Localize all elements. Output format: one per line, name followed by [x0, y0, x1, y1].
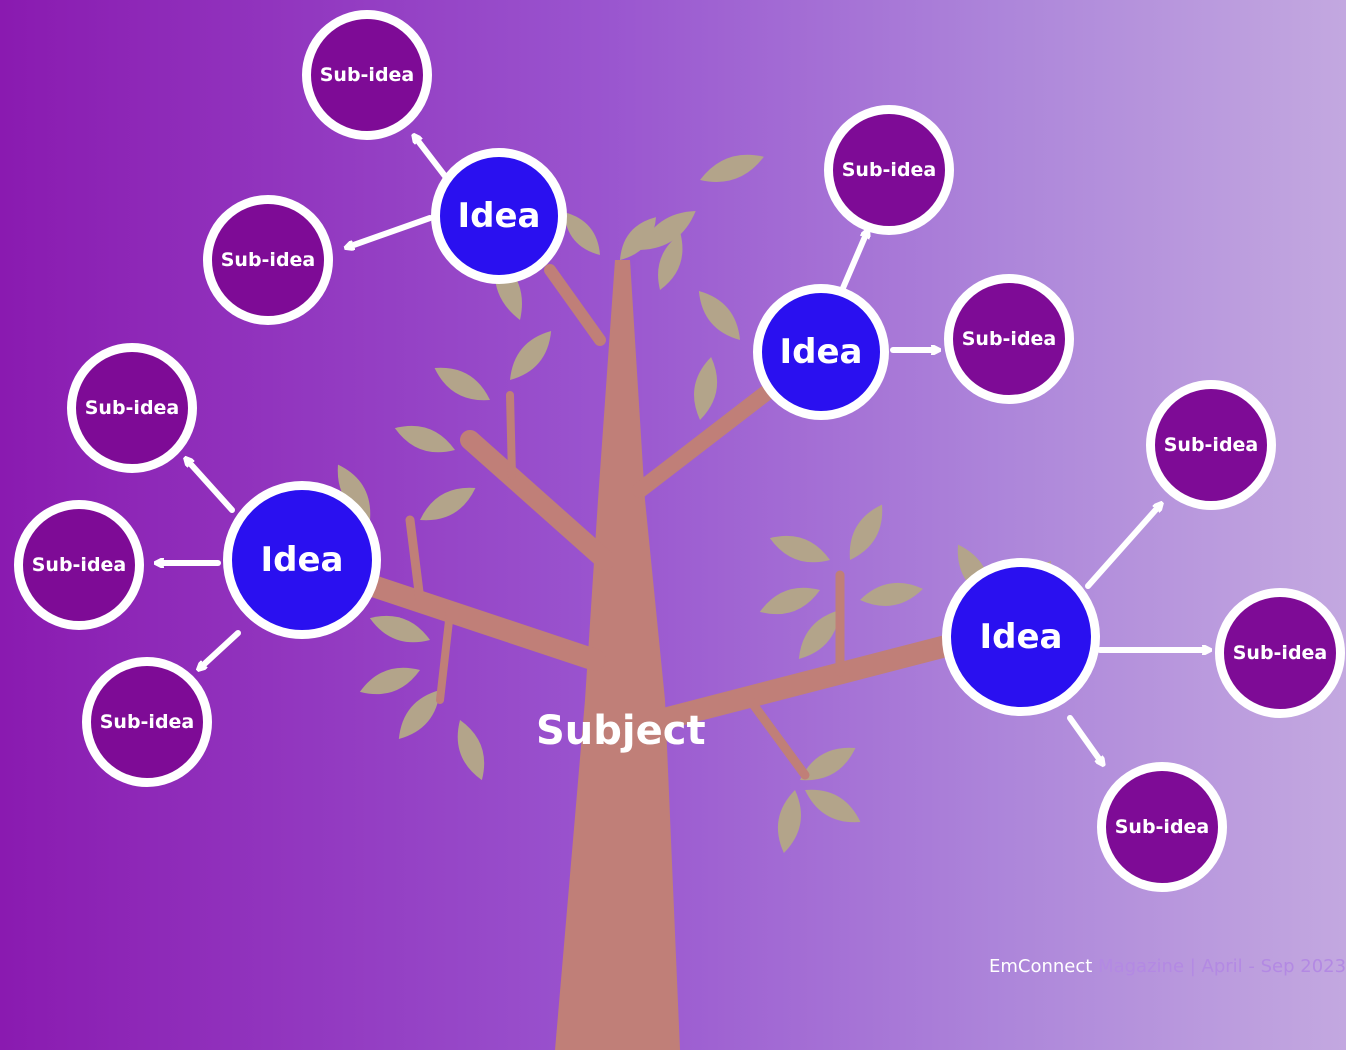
leaf	[769, 535, 830, 563]
subidea-node: Sub-idea	[944, 274, 1074, 404]
subidea-label: Sub-idea	[31, 554, 127, 576]
idea-node: Idea	[431, 148, 567, 284]
subidea-label: Sub-idea	[220, 249, 316, 271]
leaf	[700, 154, 764, 182]
subidea-label: Sub-idea	[1163, 434, 1259, 456]
idea-label: Idea	[260, 540, 344, 580]
subidea-node: Sub-idea	[67, 343, 197, 473]
idea-node: Idea	[753, 284, 889, 420]
leaf	[337, 464, 371, 520]
trunk-body	[555, 260, 680, 1050]
leaf	[849, 504, 883, 560]
leaf	[860, 582, 924, 606]
leaf	[698, 290, 740, 340]
branch	[460, 430, 615, 570]
arrow	[415, 137, 451, 183]
leaf	[798, 610, 840, 660]
leaf	[640, 210, 696, 250]
leaf	[777, 790, 801, 854]
leaf	[805, 789, 861, 823]
subidea-node: Sub-idea	[302, 10, 432, 140]
subidea-node: Sub-idea	[82, 657, 212, 787]
footer-issue: Magazine | April - Sep 2023	[1092, 956, 1346, 977]
arrow	[840, 232, 867, 291]
footer-brand: EmConnect	[989, 956, 1093, 977]
branch	[436, 608, 454, 704]
subidea-label: Sub-idea	[1232, 642, 1328, 664]
subidea-label: Sub-idea	[319, 64, 415, 86]
leaf	[510, 330, 552, 380]
arrow	[200, 630, 241, 668]
idea-node: Idea	[942, 558, 1100, 716]
leaf	[759, 587, 820, 615]
branch	[649, 634, 961, 731]
subidea-label: Sub-idea	[1114, 816, 1210, 838]
idea-label: Idea	[979, 617, 1063, 657]
leaf	[369, 615, 430, 643]
leaf	[359, 667, 420, 695]
subidea-label: Sub-idea	[841, 159, 937, 181]
subidea-node: Sub-idea	[203, 195, 333, 325]
footer-credit: EmConnect Magazine | April - Sep 2023	[989, 956, 1346, 977]
subidea-node: Sub-idea	[1215, 588, 1345, 718]
branch	[745, 695, 810, 780]
branch	[544, 264, 606, 346]
connectors	[158, 137, 1208, 763]
leaf	[694, 356, 718, 420]
leaf	[420, 487, 476, 521]
leaf	[800, 747, 856, 781]
trunk	[359, 260, 961, 1050]
leaf	[394, 425, 455, 453]
subidea-node: Sub-idea	[1146, 380, 1276, 510]
subidea-node: Sub-idea	[824, 105, 954, 235]
branch	[632, 382, 778, 498]
subidea-node: Sub-idea	[14, 500, 144, 630]
idea-label: Idea	[457, 196, 541, 236]
arrow	[187, 460, 235, 513]
arrow	[1067, 715, 1102, 763]
leaf	[564, 212, 600, 255]
branch	[506, 391, 516, 480]
subidea-node: Sub-idea	[1097, 762, 1227, 892]
arrow	[348, 215, 433, 247]
leaves	[337, 154, 1052, 854]
idea-node: Idea	[223, 481, 381, 639]
subidea-label: Sub-idea	[961, 328, 1057, 350]
subidea-label: Sub-idea	[84, 397, 180, 419]
arrow	[1085, 505, 1160, 589]
subject-label: Subject	[536, 708, 706, 754]
leaf	[434, 367, 490, 401]
leaf	[457, 720, 485, 781]
leaf	[398, 690, 440, 740]
subidea-label: Sub-idea	[99, 711, 195, 733]
idea-label: Idea	[779, 332, 863, 372]
leaf	[658, 233, 683, 290]
branch	[405, 515, 425, 605]
leaf	[620, 217, 656, 260]
branch	[359, 574, 606, 671]
